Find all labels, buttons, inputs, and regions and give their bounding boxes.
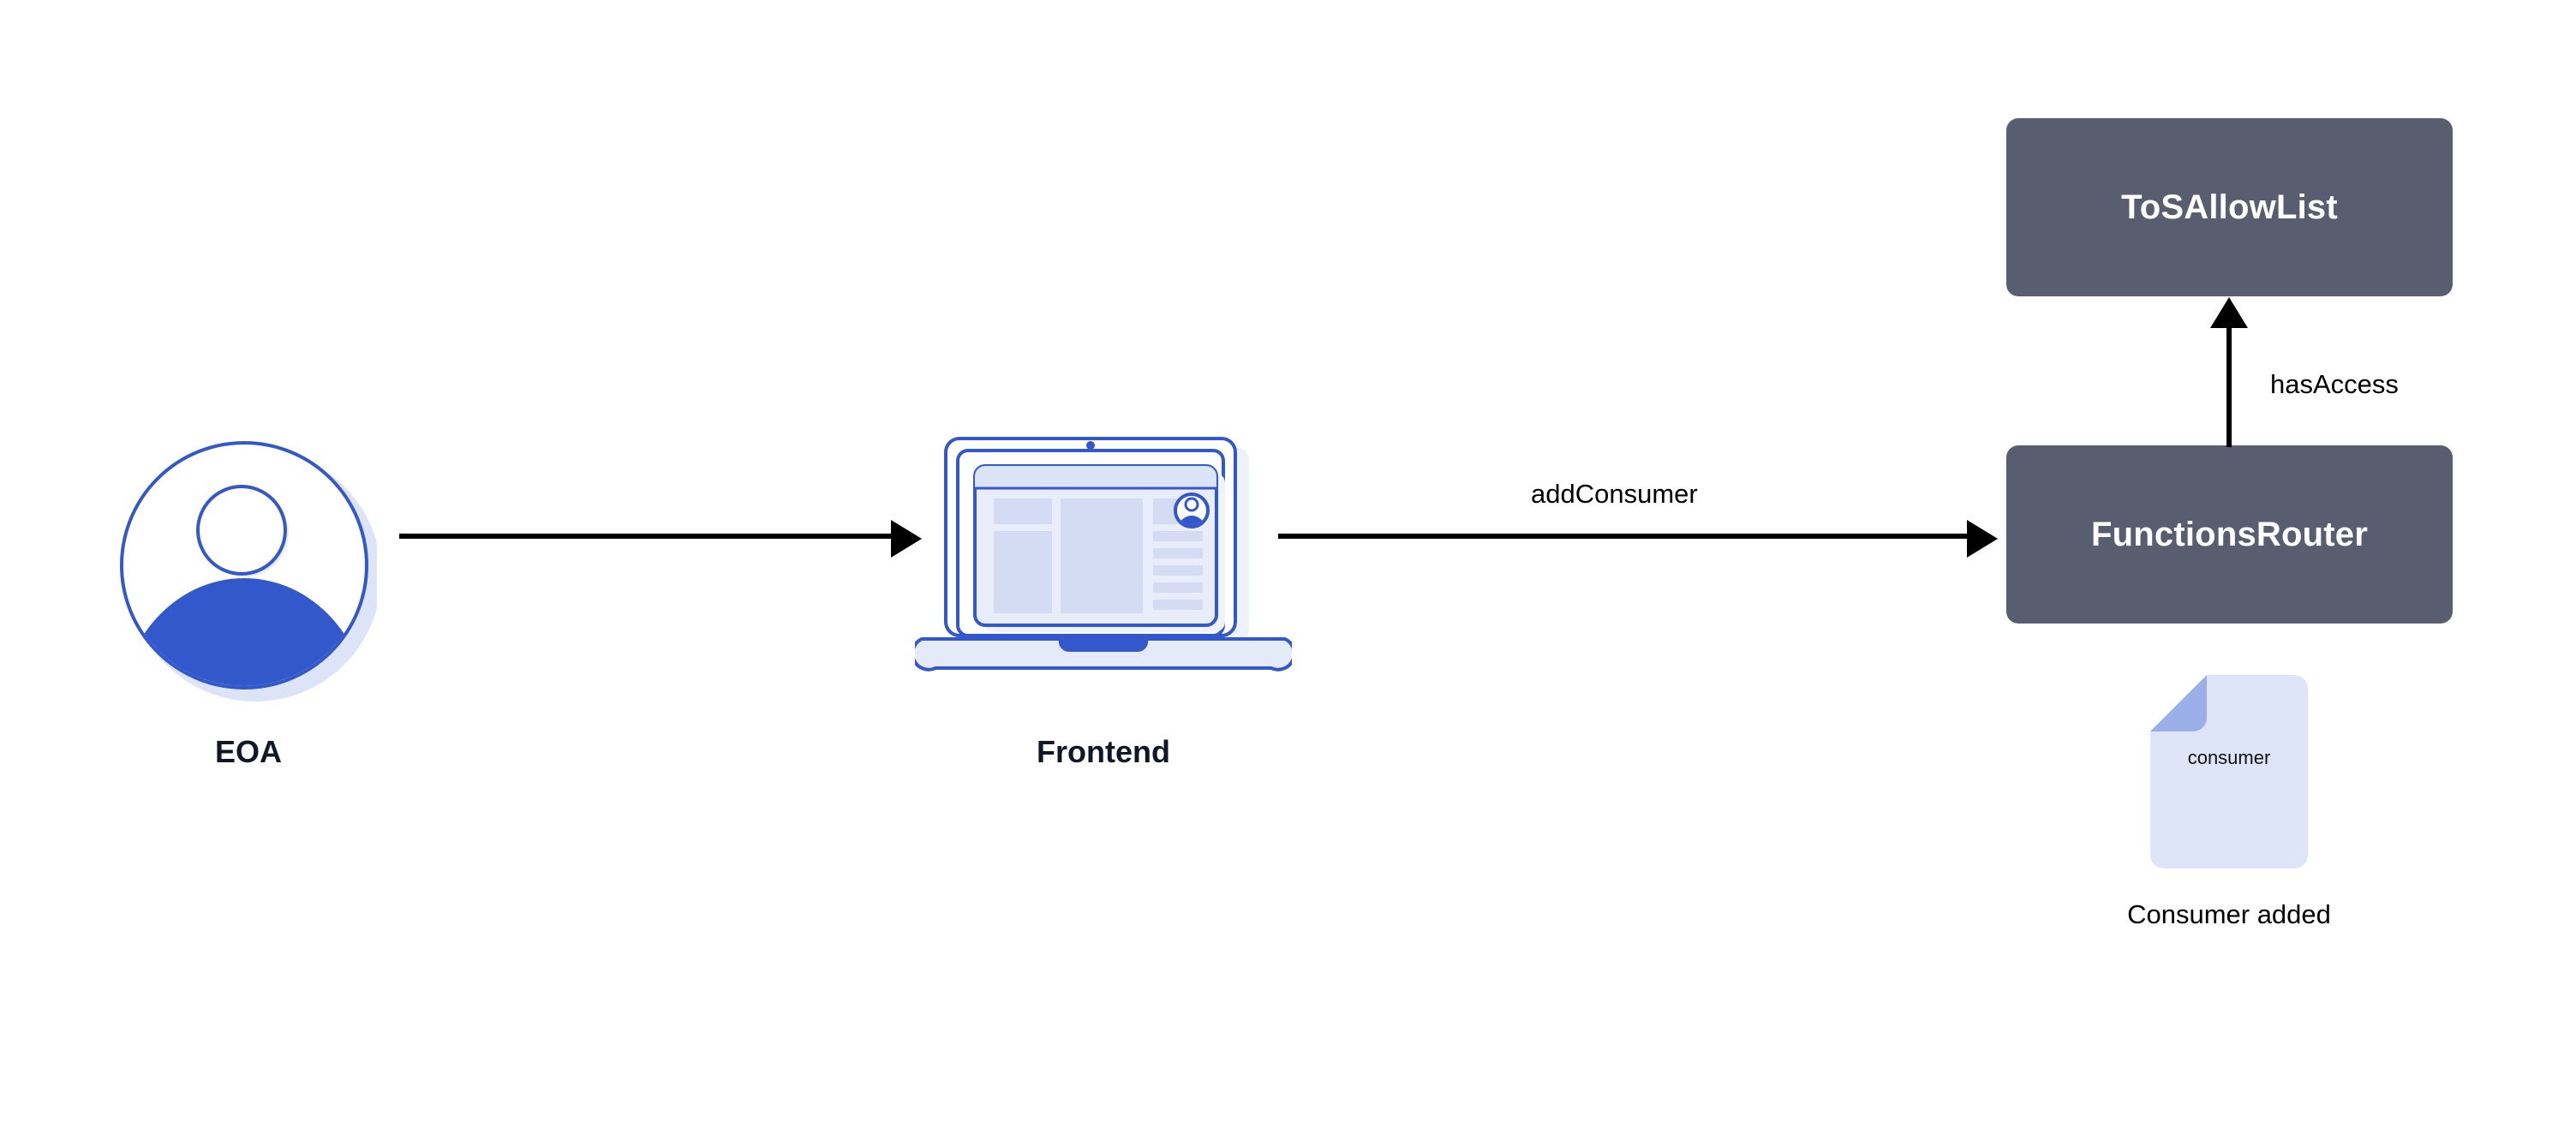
document-file-icon xyxy=(2150,675,2308,868)
node-functions-router-label: FunctionsRouter xyxy=(2091,516,2368,553)
node-tos-allowlist-label: ToSAllowList xyxy=(2121,188,2338,226)
edge-eoa-to-frontend-arrowhead-icon xyxy=(891,520,922,558)
actor-eoa-label: EOA xyxy=(214,734,282,769)
edge-router-to-tos-arrowhead-icon xyxy=(2210,297,2248,328)
edge-frontend-to-router-line xyxy=(1278,534,1969,539)
edge-label-add-consumer: addConsumer xyxy=(1531,479,1698,509)
actor-frontend[interactable]: Frontend xyxy=(911,428,1296,788)
document-consumer-caption: Consumer added xyxy=(2127,899,2331,929)
edge-eoa-to-frontend-line xyxy=(399,534,893,539)
actor-eoa[interactable]: EOA xyxy=(120,428,381,788)
actor-frontend-label: Frontend xyxy=(1037,734,1170,769)
edge-frontend-to-router-arrowhead-icon xyxy=(1967,520,1998,558)
document-consumer[interactable]: consumer xyxy=(2150,675,2308,868)
edge-router-to-tos-line xyxy=(2226,327,2232,447)
screen-avatar-icon xyxy=(1174,492,1210,528)
edge-label-has-access: hasAccess xyxy=(2270,369,2399,399)
laptop-icon xyxy=(911,437,1296,671)
user-avatar-icon xyxy=(120,441,381,701)
node-tos-allowlist[interactable]: ToSAllowList xyxy=(2006,118,2453,296)
node-functions-router[interactable]: FunctionsRouter xyxy=(2006,445,2453,624)
